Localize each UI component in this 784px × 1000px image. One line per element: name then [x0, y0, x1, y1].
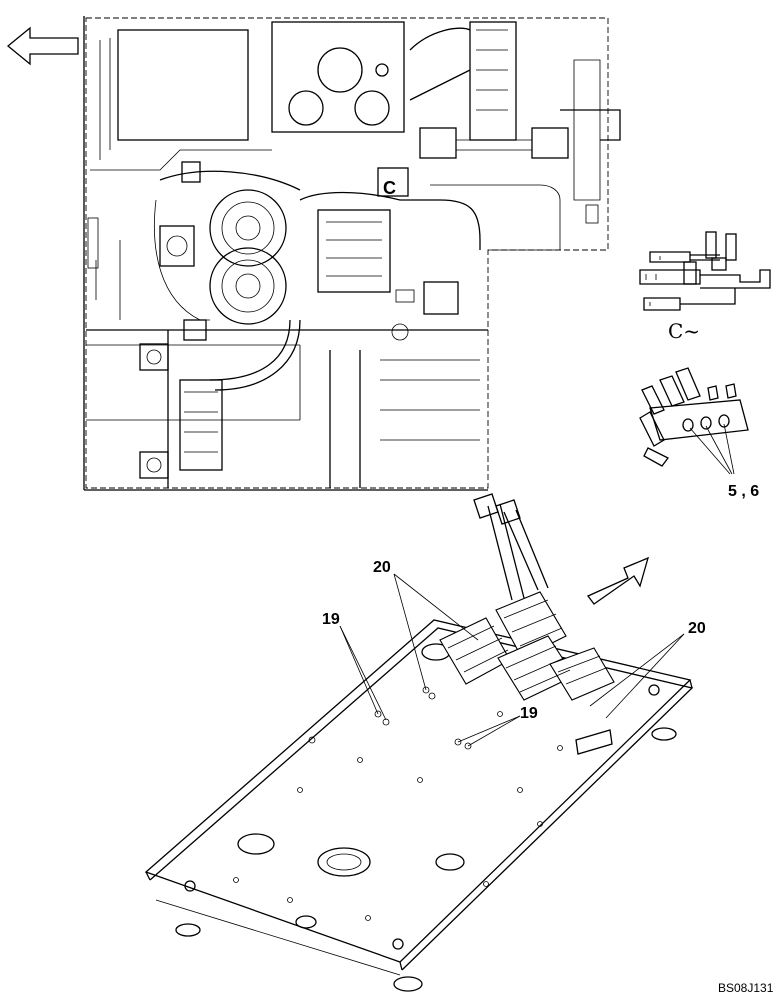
part-callout-5-6: 5 , 6: [728, 483, 759, 500]
detail-view-label-c: C~: [668, 319, 700, 343]
manifold-detail: [639, 367, 749, 475]
floor-plate: [144, 493, 694, 992]
part-callout-19-left: 19: [322, 611, 340, 628]
part-callout-20-upper: 20: [373, 559, 391, 576]
front-direction-arrow-icon: [6, 26, 79, 66]
view-label-c: C: [383, 178, 396, 198]
leader-lines: [339, 573, 685, 747]
drawing-code: BS08J131: [718, 981, 774, 995]
part-callout-20-right: 20: [688, 620, 706, 637]
detail-c-fittings: [639, 231, 771, 311]
part-callout-19-center: 19: [520, 705, 538, 722]
forward-direction-arrow-icon: [586, 556, 649, 605]
upper-frame-view: [83, 16, 621, 491]
